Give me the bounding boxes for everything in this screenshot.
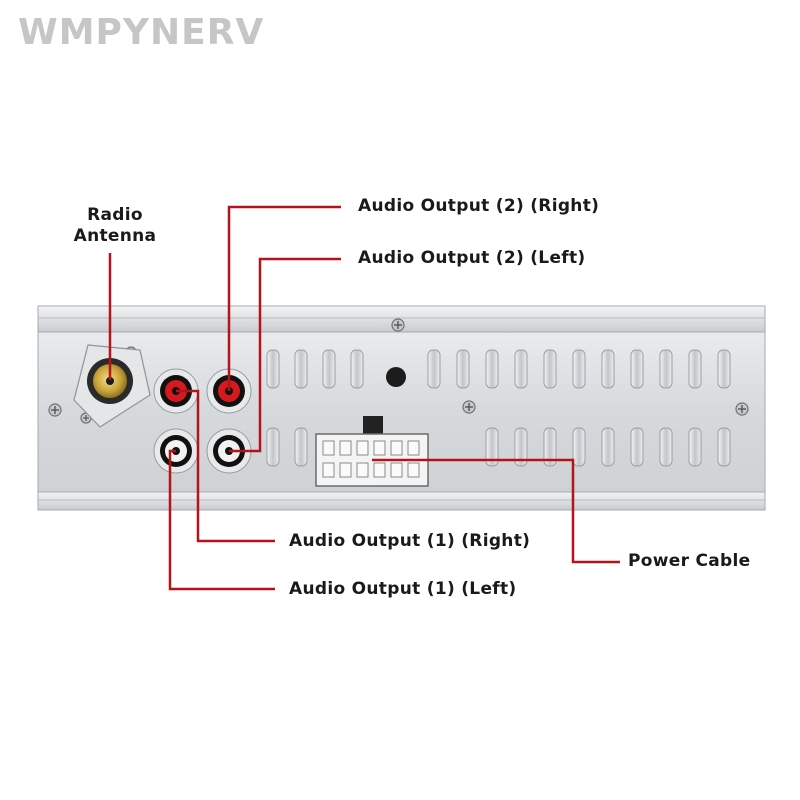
label-audio-output-1-right: Audio Output (1) (Right) (289, 531, 531, 551)
screw-icon (462, 400, 476, 414)
label-audio-output-2-left: Audio Output (2) (Left) (358, 248, 586, 268)
mounting-hole (386, 367, 406, 387)
mounting-screws (48, 318, 749, 424)
watermark-text: WMPYNERV (18, 12, 265, 53)
leader-line-audio-1-right (176, 389, 275, 543)
vent-slots-lower (266, 427, 731, 467)
label-radio-antenna: Radio Antenna (60, 205, 170, 247)
label-radio-antenna-line2: Antenna (73, 226, 157, 246)
screw-icon (735, 402, 749, 416)
label-audio-output-1-left: Audio Output (1) (Left) (289, 579, 517, 599)
leader-lines (108, 205, 620, 591)
label-radio-antenna-line1: Radio (87, 205, 143, 225)
vent-slots-upper (266, 349, 731, 389)
label-power-cable: Power Cable (628, 551, 751, 571)
leader-line-audio-2-left (229, 257, 341, 453)
label-audio-output-2-right: Audio Output (2) (Right) (358, 196, 600, 216)
leader-line-audio-2-right (227, 205, 341, 391)
leader-line-power-cable (372, 458, 620, 564)
screw-icon (48, 403, 62, 417)
antenna-socket (73, 344, 151, 428)
leader-line-audio-1-left (168, 449, 275, 591)
screw-icon (391, 318, 405, 332)
